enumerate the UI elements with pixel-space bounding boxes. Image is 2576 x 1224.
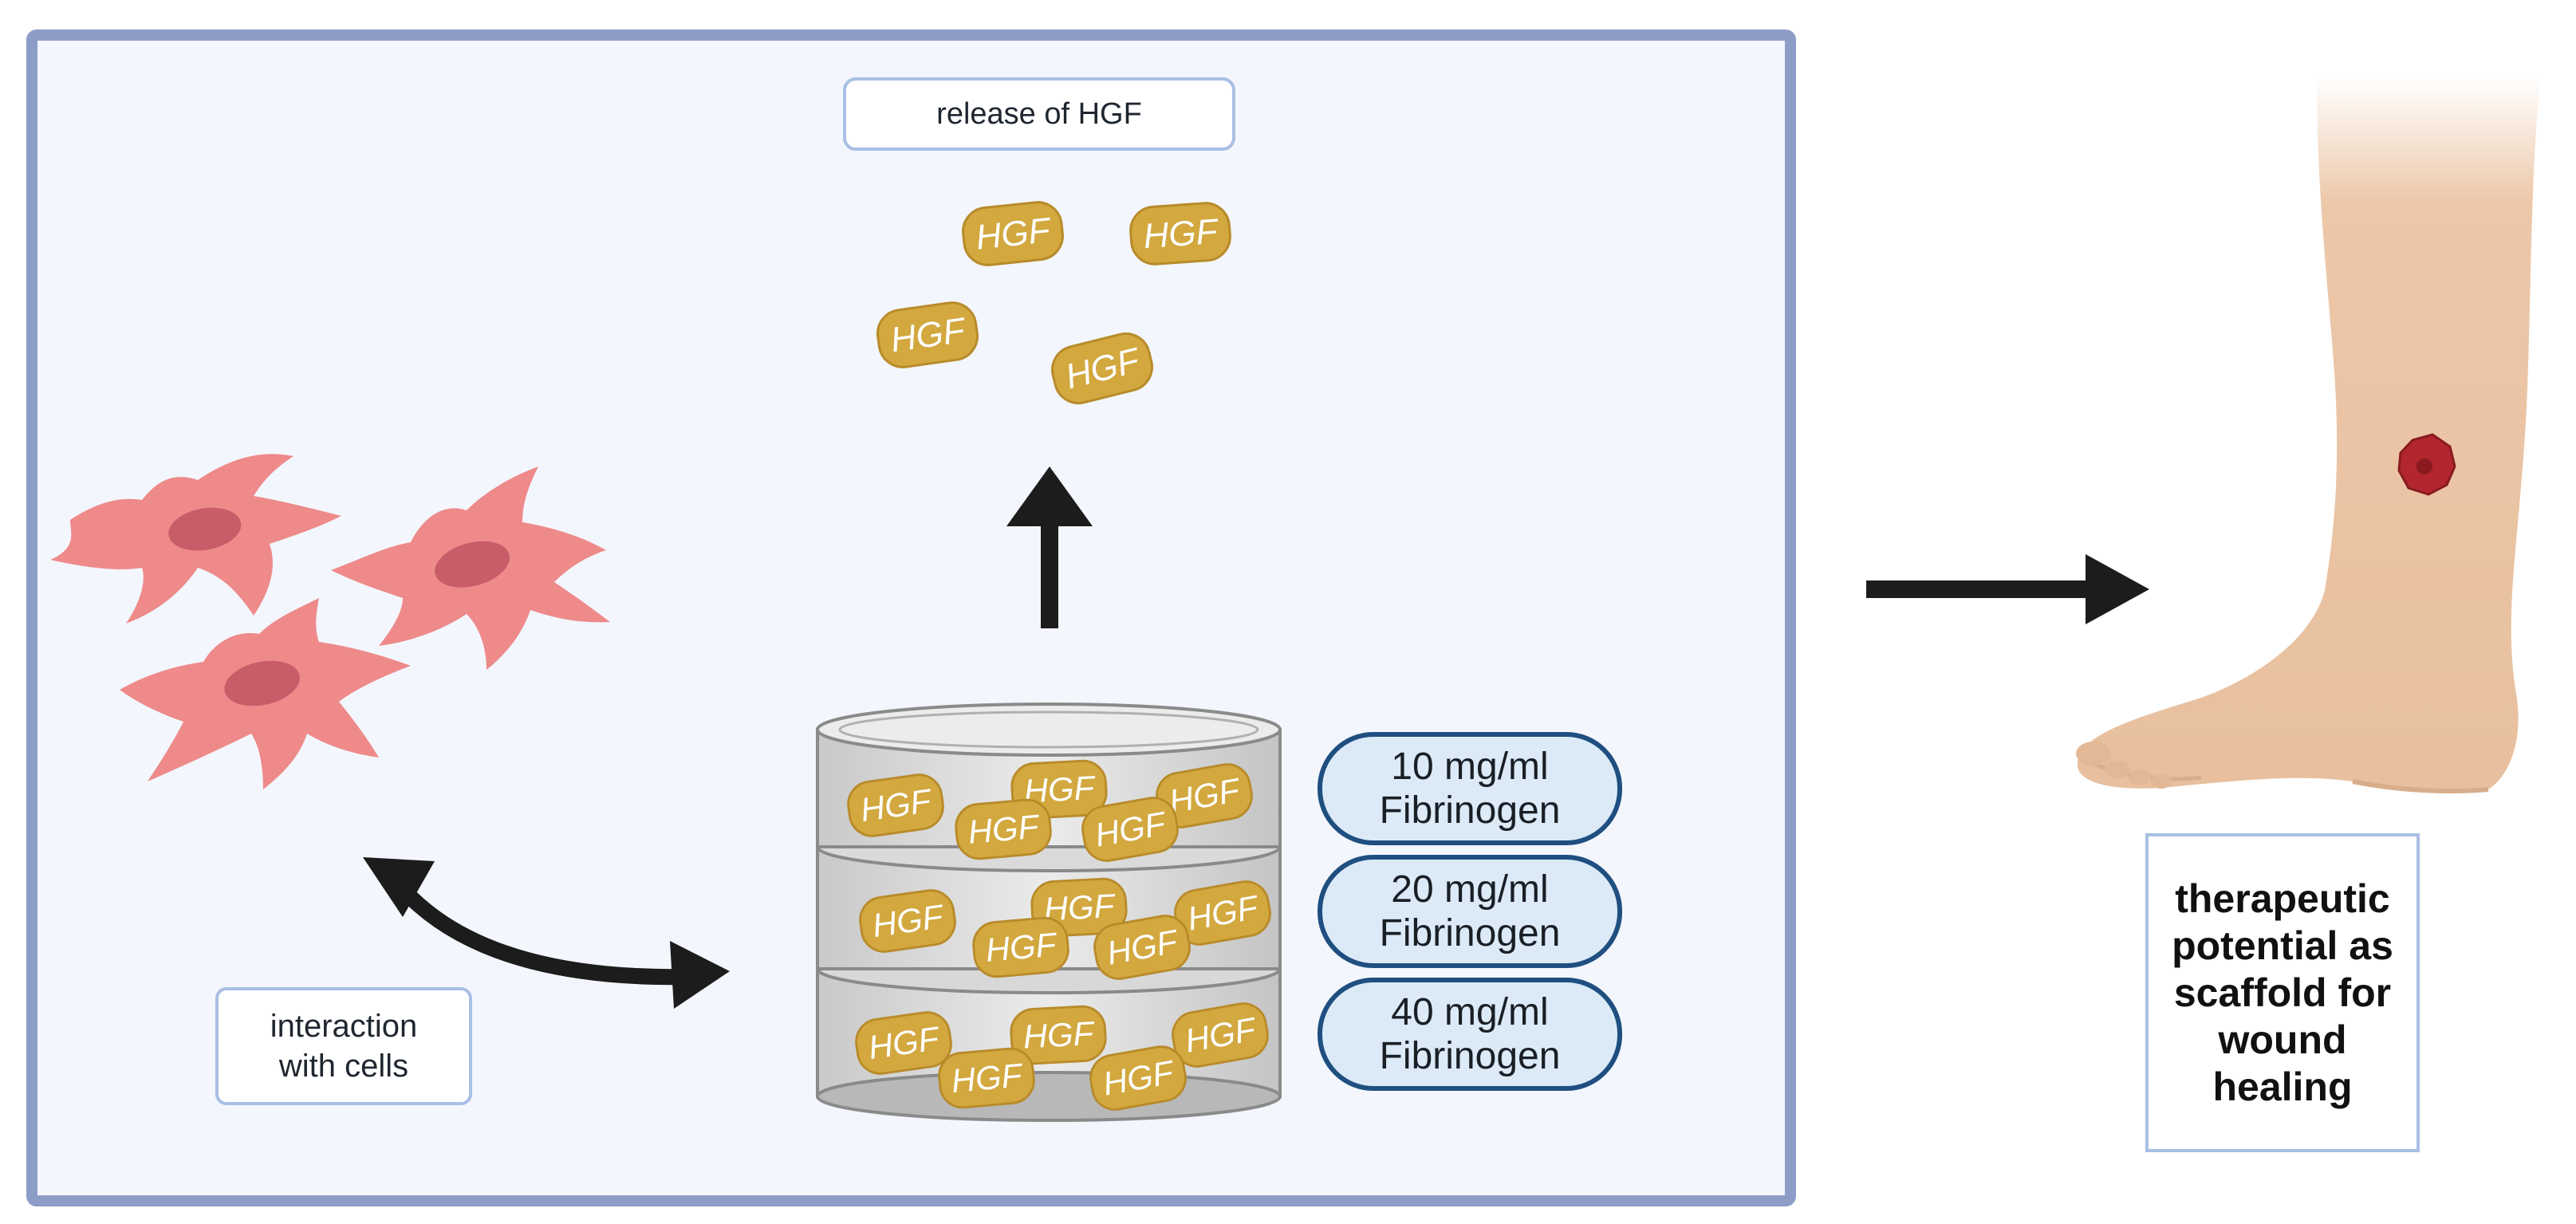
hgf-label: HGF [984,925,1059,969]
release-arrow [1006,466,1093,628]
cell-3 [120,598,411,789]
toes [2076,742,2172,789]
hgf-molecule: HGF [1093,915,1191,980]
leg-illustration [2076,77,2540,793]
cell-2 [331,466,610,670]
therapeutic-label: therapeutic potential as scaffold for wo… [2145,833,2420,1152]
release-label: release of HGF [843,77,1235,151]
hgf-label: HGF [950,1056,1025,1100]
concentration-10-label: 10 mg/ml Fibrinogen [1318,732,1622,845]
interaction-arrow [363,857,730,1009]
hgf-molecule: HGF [1089,1045,1187,1111]
hgf-label: HGF [1142,212,1220,257]
hgf-molecule: HGF [1129,202,1231,266]
leg-shape [2077,77,2540,791]
hgf-molecule: HGF [1081,797,1179,862]
cell-1 [50,454,341,624]
hgf-label: HGF [1022,1014,1097,1056]
hgf-molecule: HGF [859,889,956,953]
cells-group [50,454,610,789]
nucleus-3 [224,660,300,706]
hgf-molecule: HGF [1172,1002,1269,1068]
hgf-label: HGF [967,807,1042,851]
hgf-molecule: HGF [962,201,1064,266]
hgf-molecule: HGF [955,798,1052,860]
nucleus-2 [435,541,510,588]
hgf-molecule: HGF [972,916,1069,978]
hgf-molecule: HGF [847,773,944,837]
therapy-arrow [1866,554,2149,624]
hgf-molecule: HGF [1050,332,1154,405]
hgf-molecule: HGF [876,301,979,368]
hgf-molecule: HGF [1010,1005,1107,1065]
hgf-molecule: HGF [1174,880,1271,946]
concentration-20-label: 20 mg/ml Fibrinogen [1318,855,1622,968]
hgf-molecule: HGF [938,1047,1035,1109]
concentration-40-label: 40 mg/ml Fibrinogen [1318,978,1622,1091]
nucleus-1 [168,507,242,551]
interaction-label: interaction with cells [215,987,472,1105]
hgf-molecule: HGF [1156,763,1253,828]
hgf-molecule: HGF [855,1011,952,1075]
hgf-label: HGF [974,211,1054,258]
